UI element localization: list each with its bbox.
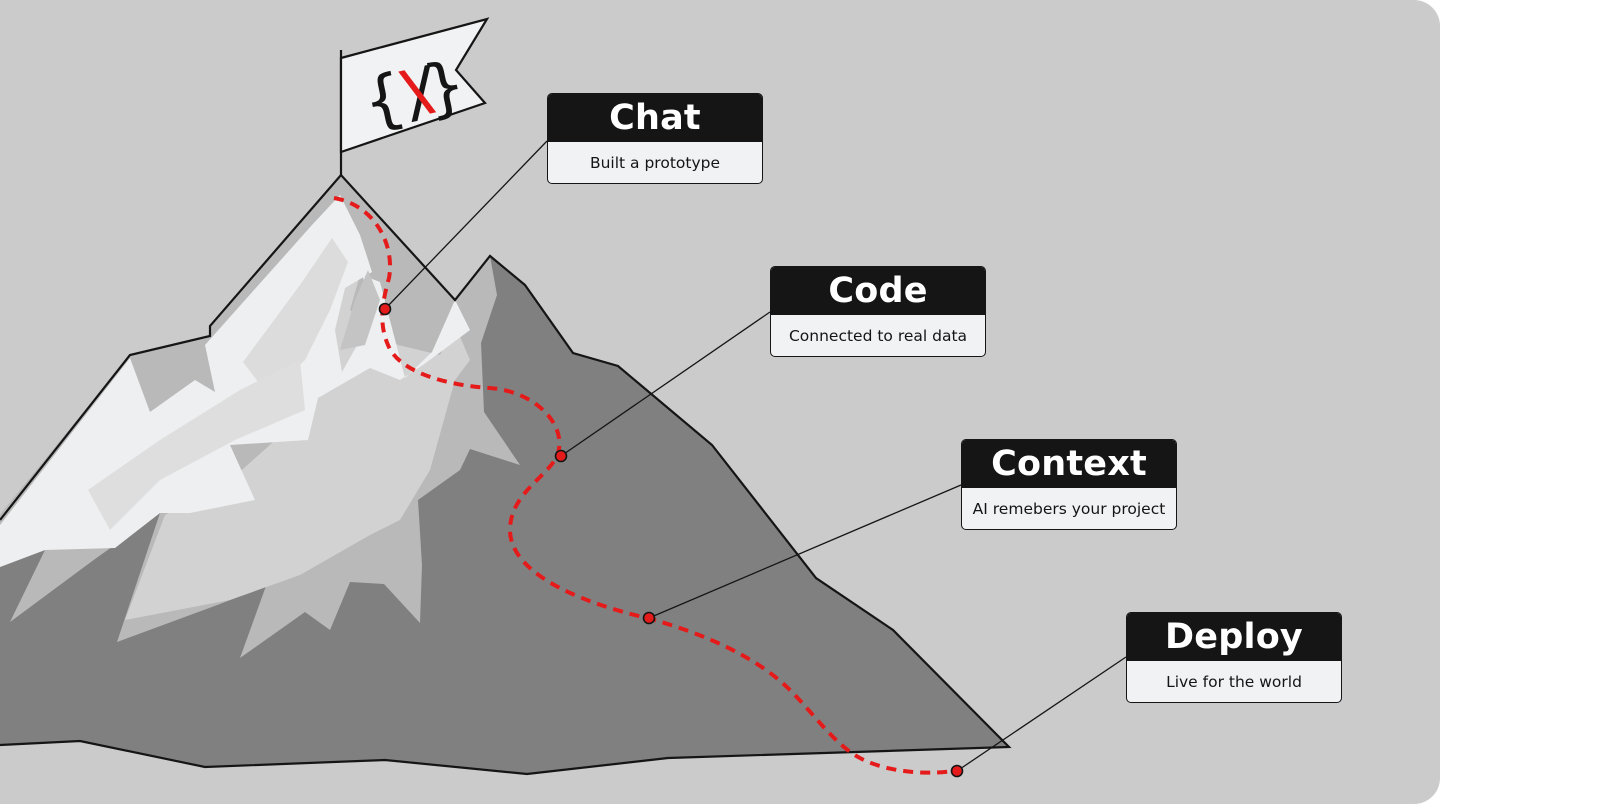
- rock-streak-2: [340, 270, 380, 350]
- flag: [339, 17, 490, 154]
- step-title: Code: [771, 267, 985, 315]
- leader-line-deploy: [956, 656, 1127, 772]
- logo-left-glyph: {/: [358, 52, 449, 140]
- rock-streak-1: [243, 238, 348, 395]
- milestone-dot-code: [554, 449, 568, 463]
- step-subtitle: Connected to real data: [788, 326, 968, 345]
- mountain-scene: {/ \ }: [0, 17, 1127, 778]
- step-subtitle: AI remebers your project: [972, 499, 1166, 518]
- step-card-chat: Chat Built a prototype: [547, 93, 763, 184]
- leader-line-code: [560, 311, 771, 457]
- step-title: Deploy: [1127, 613, 1341, 661]
- step-subtitle: Live for the world: [1166, 672, 1302, 691]
- rock-streak-3: [88, 360, 305, 530]
- leader-line-context: [648, 484, 962, 619]
- step-title: Context: [962, 440, 1176, 488]
- leader-line-chat: [384, 140, 548, 310]
- step-card-context: Context AI remebers your project: [961, 439, 1177, 530]
- step-subtitle: Built a prototype: [589, 153, 721, 172]
- milestone-dot-chat: [378, 302, 392, 316]
- step-card-code: Code Connected to real data: [770, 266, 986, 357]
- step-title: Chat: [548, 94, 762, 142]
- milestone-dot-deploy: [950, 764, 964, 778]
- diagram-panel: {/ \ } Chat Built a prototype Code Conne…: [0, 0, 1440, 804]
- climb-path: [333, 196, 959, 775]
- milestone-dot-context: [642, 611, 656, 625]
- step-card-deploy: Deploy Live for the world: [1126, 612, 1342, 703]
- mountain-outline: [0, 173, 1012, 776]
